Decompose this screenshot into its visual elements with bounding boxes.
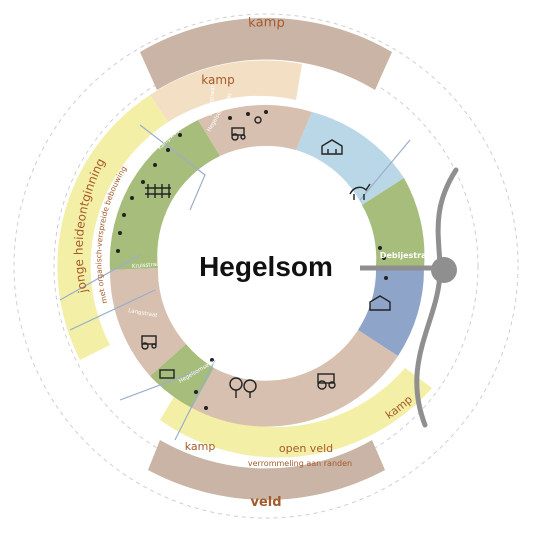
greenhouse-icon — [321, 139, 343, 155]
shed-icon — [369, 295, 391, 311]
sector-tan-bottom — [192, 330, 398, 427]
open-veld-label: open veld — [279, 442, 333, 455]
verrommeling-label: verrommeling aan randen — [248, 459, 352, 468]
sector-green-right — [362, 178, 425, 268]
sector-blue — [296, 112, 404, 205]
tractor-icon-bottom — [317, 373, 336, 390]
sector-green-left — [109, 120, 220, 270]
street-lines — [59, 124, 411, 441]
center-title: Hegelsom — [199, 251, 333, 282]
horse-icon — [349, 183, 371, 200]
band-open-veld — [160, 368, 432, 458]
kamp-bottom-left-label: kamp — [185, 440, 216, 453]
band-kamp-top — [150, 60, 302, 122]
tractor-icon-left — [141, 335, 157, 350]
outer-band-veld — [148, 440, 385, 500]
fence-icon — [145, 184, 171, 198]
icons — [141, 116, 391, 398]
cow-icon — [159, 369, 175, 379]
orchard-icon — [229, 377, 257, 398]
outer-dashed-circle — [13, 13, 519, 519]
center-hub — [162, 162, 370, 370]
outer-kamp-label: kamp — [248, 15, 286, 31]
band-heide — [57, 95, 168, 360]
kamp-top-label: kamp — [201, 73, 234, 87]
street-label: Langstraat — [128, 308, 159, 319]
road-roundabout — [431, 257, 457, 283]
middle-dashed-circle — [53, 53, 479, 479]
street-label: Hoogstraat — [208, 84, 217, 116]
sector-tan-top — [198, 104, 312, 156]
outer-veld-label: veld — [250, 495, 281, 510]
sector-tan-left — [109, 268, 186, 376]
boundary-dots — [116, 110, 388, 410]
sun-icon-top — [254, 116, 262, 124]
outer-band-kamp — [140, 17, 392, 90]
road-name-label: Past. Debijestraat — [354, 251, 435, 260]
tractor-icon-top — [231, 127, 246, 141]
sector-slate — [358, 266, 425, 356]
street-label: Kruisstraat — [132, 261, 163, 270]
